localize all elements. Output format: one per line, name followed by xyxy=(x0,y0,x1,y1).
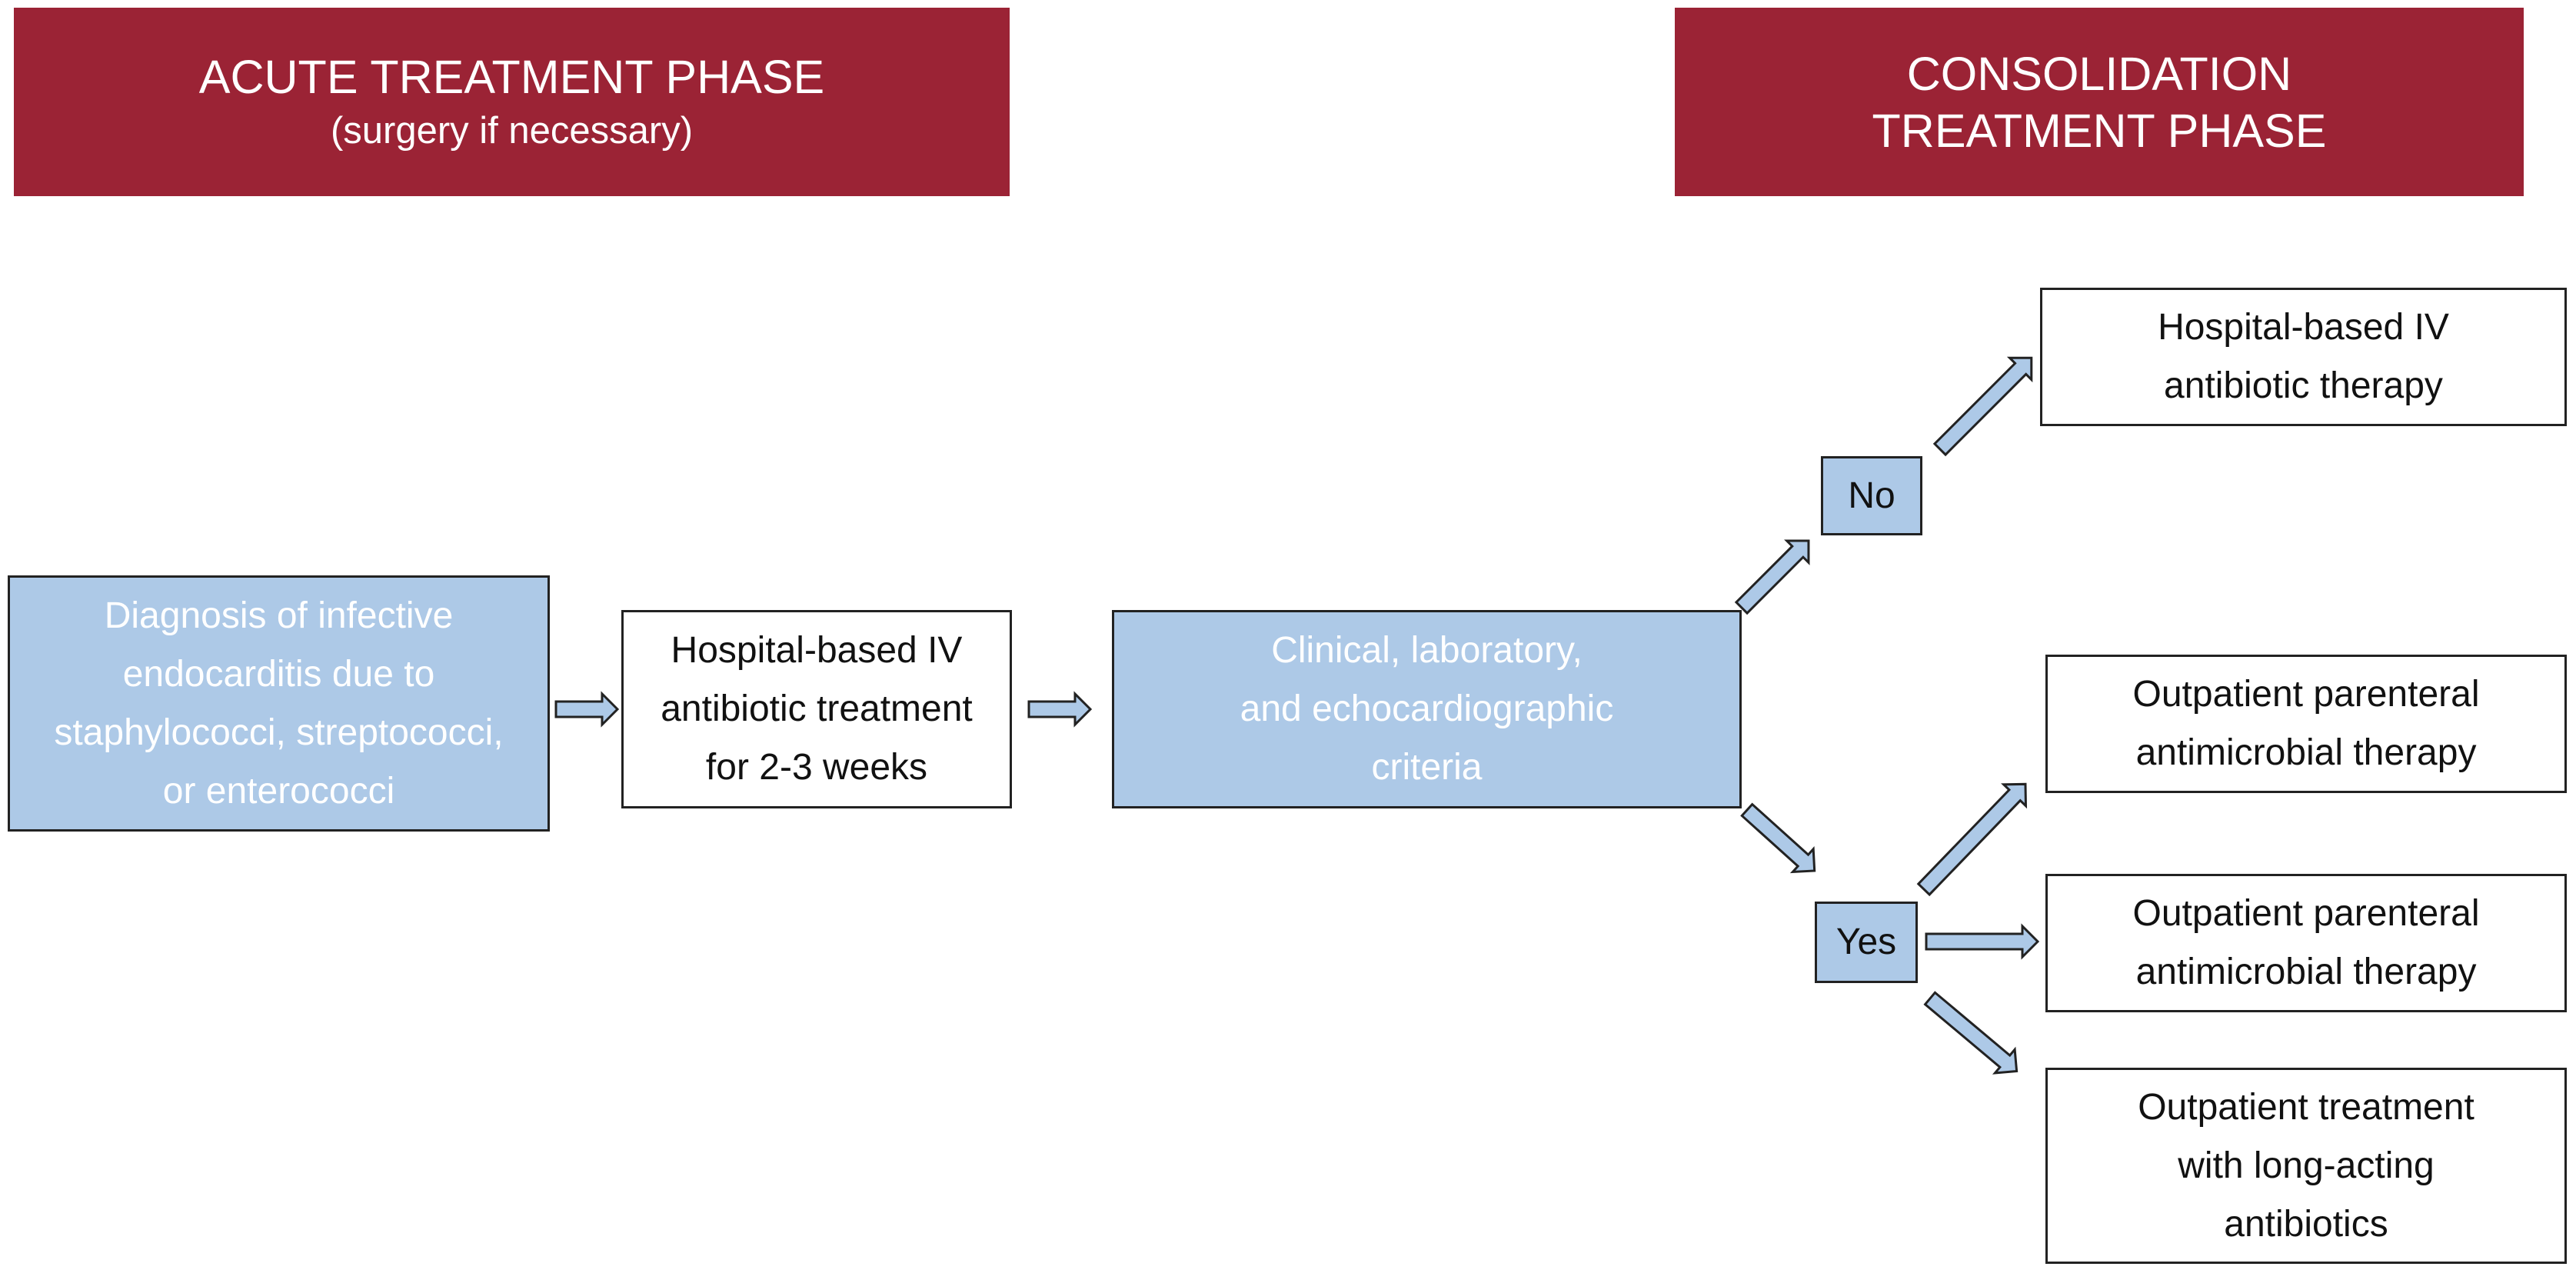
arrow-criteria-to-yes xyxy=(1740,802,1816,874)
arrow-treatment-to-criteria xyxy=(1027,691,1093,728)
arrow-yes-to-opat-1 xyxy=(1916,782,2028,897)
outcome-hospital-iv-box: Hospital-based IV antibiotic therapy xyxy=(2040,288,2567,426)
acute-phase-header: ACUTE TREATMENT PHASE (surgery if necess… xyxy=(14,8,1010,196)
outcome-opat-2-box: Outpatient parenteral antimicrobial ther… xyxy=(2045,874,2567,1012)
acute-phase-title: ACUTE TREATMENT PHASE xyxy=(198,50,825,103)
consolidation-phase-header: CONSOLIDATION TREATMENT PHASE xyxy=(1675,8,2524,196)
hospital-iv-treatment-box: Hospital-based IV antibiotic treatment f… xyxy=(621,610,1012,808)
outcome-long-acting-box: Outpatient treatment with long-acting an… xyxy=(2045,1068,2567,1264)
arrow-criteria-to-no xyxy=(1734,539,1810,615)
consolidation-phase-title: CONSOLIDATION TREATMENT PHASE xyxy=(1872,47,2327,157)
decision-yes-box: Yes xyxy=(1815,902,1918,983)
criteria-box: Clinical, laboratory, and echocardiograp… xyxy=(1112,610,1742,808)
arrow-yes-to-opat-2 xyxy=(1925,923,2040,960)
outcome-opat-1-box: Outpatient parenteral antimicrobial ther… xyxy=(2045,655,2567,793)
arrow-diagnosis-to-treatment xyxy=(554,691,620,728)
decision-no-box: No xyxy=(1821,456,1922,535)
diagnosis-box: Diagnosis of infective endocarditis due … xyxy=(8,575,550,832)
acute-phase-subtitle: (surgery if necessary) xyxy=(330,109,694,152)
arrow-yes-to-long-acting xyxy=(1923,991,2019,1075)
arrow-no-to-hospital-iv xyxy=(1932,356,2033,457)
